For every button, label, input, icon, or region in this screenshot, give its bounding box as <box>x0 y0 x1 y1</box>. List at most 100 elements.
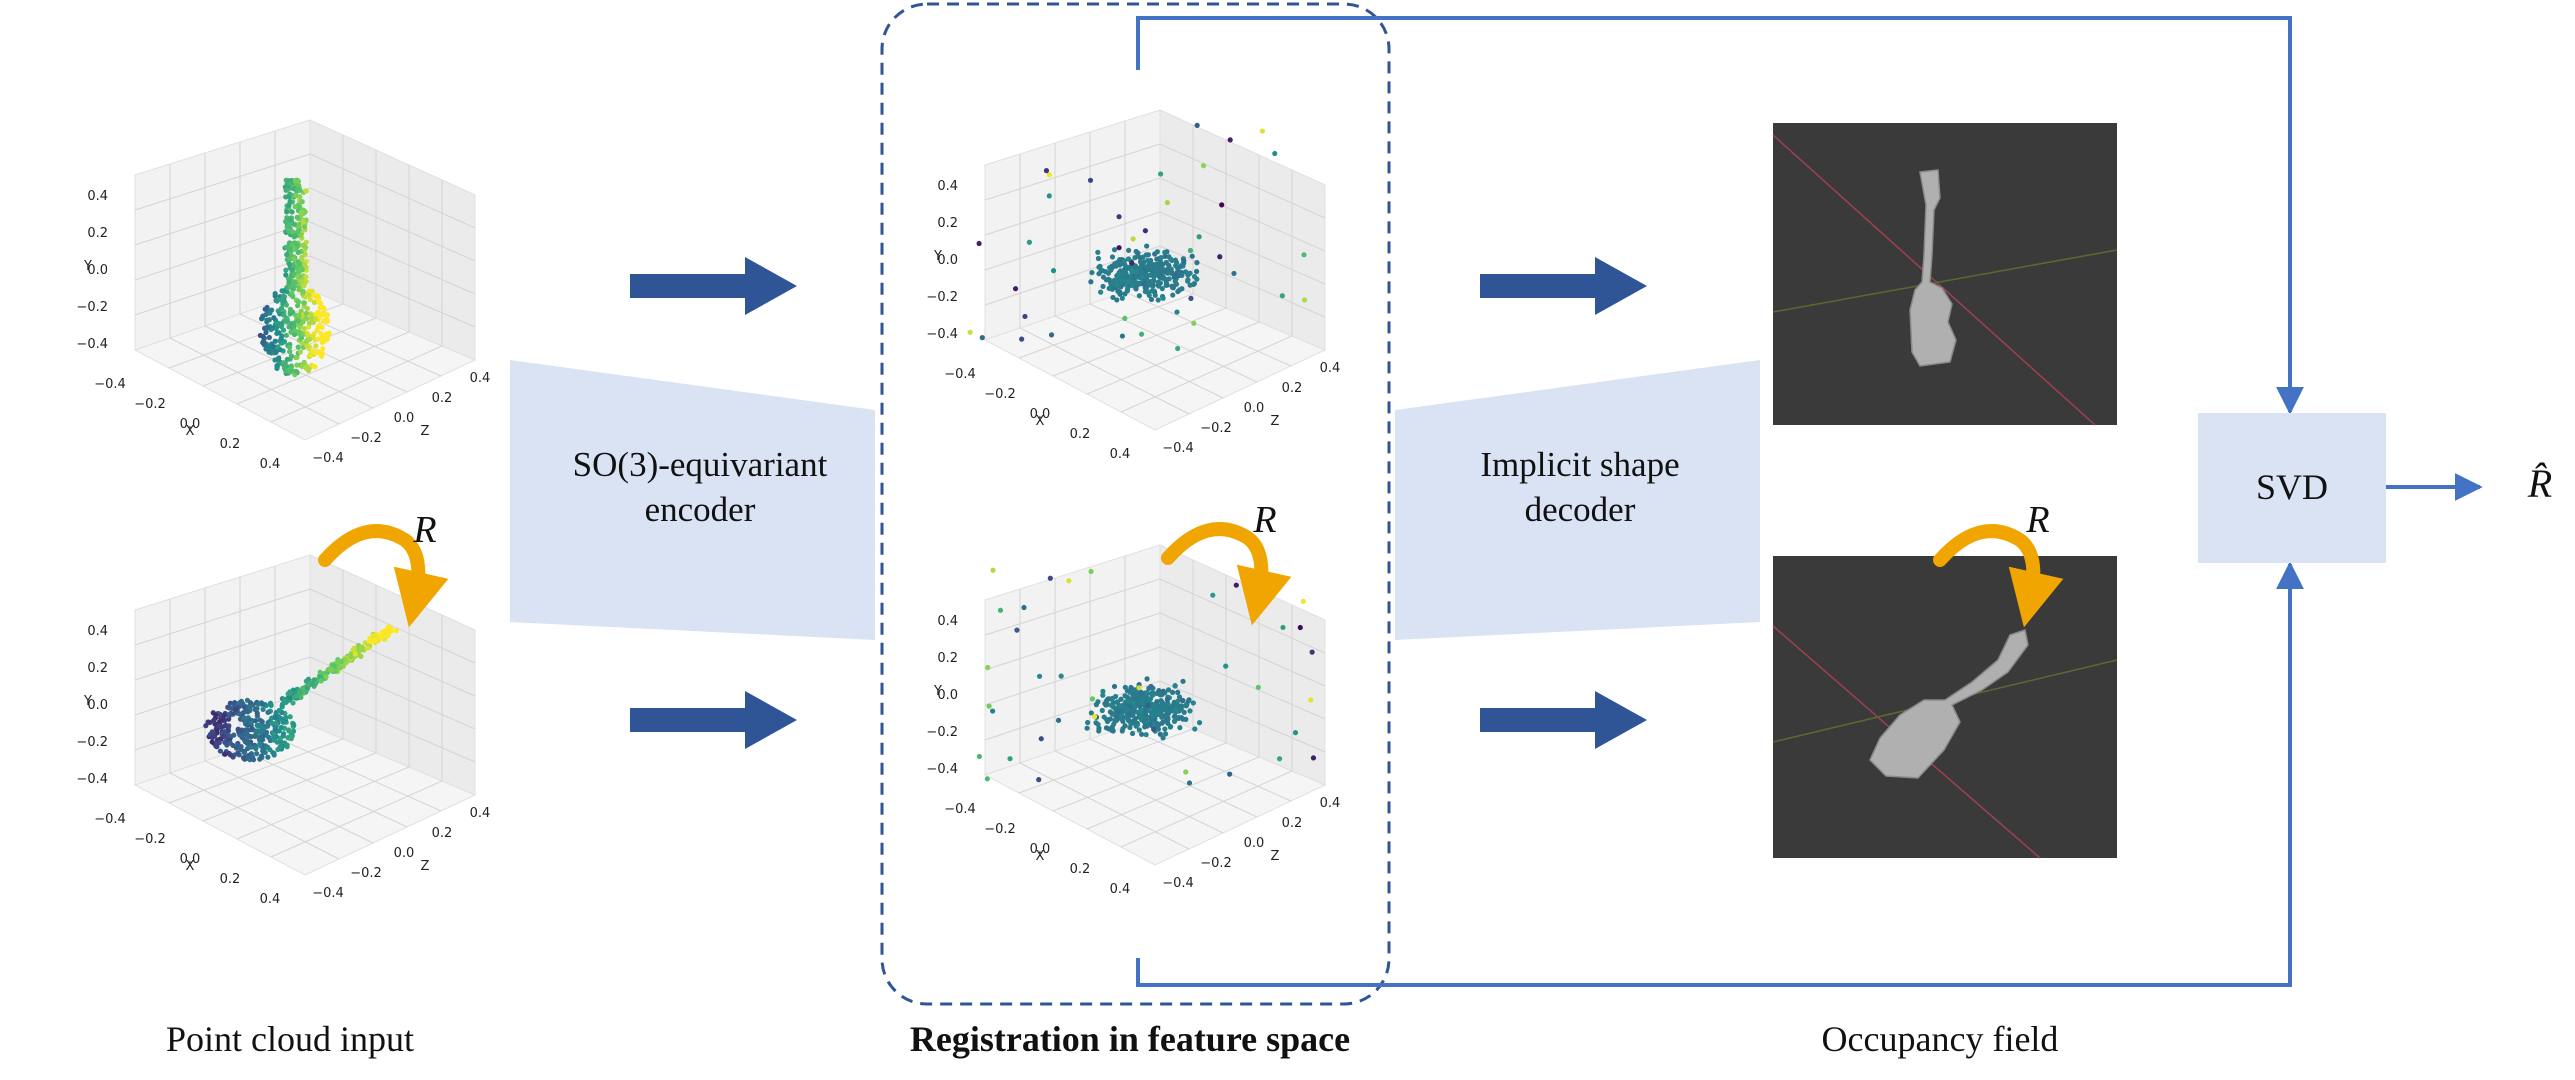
y-tick-label: −0.2 <box>76 735 108 750</box>
z-tick-label: 0.4 <box>1320 796 1341 811</box>
encoder-block <box>510 360 875 640</box>
x-tick-label: 0.0 <box>180 417 201 432</box>
x-axis-label: X <box>1036 849 1045 864</box>
rotation-symbol-input: R <box>413 509 437 551</box>
y-tick-label: −0.2 <box>926 290 958 305</box>
x-tick-label: 0.2 <box>1070 862 1091 877</box>
z-tick-label: −0.4 <box>1162 876 1194 891</box>
z-tick-label: −0.2 <box>350 866 382 881</box>
y-axis-label: Y <box>933 684 942 699</box>
x-tick-label: −0.4 <box>94 377 126 392</box>
scatter-3d-plot-3: 0.40.20.0−0.2−0.4Y−0.4−0.20.00.20.4X0.40… <box>926 109 1341 462</box>
y-tick-label: 0.0 <box>87 698 108 713</box>
feature-space-box <box>880 2 1391 1006</box>
y-tick-label: −0.4 <box>76 772 108 787</box>
scatter-points <box>257 177 332 378</box>
stage-label-input: Point cloud input <box>165 1019 414 1059</box>
output-rotation-symbol: R̂ <box>2527 461 2553 506</box>
x-tick-label: −0.2 <box>134 397 166 412</box>
x-tick-label: 0.0 <box>1030 407 1051 422</box>
y-tick-label: 0.4 <box>87 624 108 639</box>
rotation-arrow <box>1161 522 1292 626</box>
z-tick-label: 0.4 <box>470 806 491 821</box>
z-tick-label: 0.0 <box>1244 836 1265 851</box>
rotation-arrow <box>318 524 449 628</box>
y-axis-label: Y <box>83 259 92 274</box>
decoder-block <box>1395 360 1760 640</box>
x-axis-label: X <box>1036 414 1045 429</box>
z-tick-label: 0.2 <box>432 826 453 841</box>
z-tick-label: 0.0 <box>394 846 415 861</box>
x-tick-label: −0.2 <box>984 822 1016 837</box>
x-tick-label: 0.4 <box>1110 447 1131 462</box>
y-tick-label: −0.4 <box>76 337 108 352</box>
stage-label-feature: Registration in feature space <box>909 1019 1351 1059</box>
x-tick-label: 0.2 <box>220 437 241 452</box>
rotation-arrow <box>1933 524 2064 628</box>
y-tick-label: 0.2 <box>937 651 958 666</box>
x-tick-label: −0.2 <box>984 387 1016 402</box>
decoder-label-line2: decoder <box>1524 490 1636 529</box>
scatter-3d-plot-1: 0.40.20.0−0.2−0.4Y−0.4−0.20.00.20.4X0.40… <box>76 119 491 472</box>
scatter-3d-plot-4: 0.40.20.0−0.2−0.4Y−0.4−0.20.00.20.4X0.40… <box>926 544 1341 897</box>
y-tick-label: 0.2 <box>937 216 958 231</box>
z-tick-label: 0.4 <box>1320 361 1341 376</box>
z-tick-label: 0.4 <box>470 371 491 386</box>
x-tick-label: −0.4 <box>944 802 976 817</box>
z-tick-label: −0.4 <box>312 886 344 901</box>
scatter-points <box>976 567 1317 786</box>
render-panel-top <box>1773 123 2117 425</box>
z-axis-label: Z <box>1271 849 1280 864</box>
scatter-points <box>203 624 400 763</box>
y-tick-label: −0.4 <box>926 327 958 342</box>
x-tick-label: 0.0 <box>1030 842 1051 857</box>
y-tick-label: 0.2 <box>87 661 108 676</box>
y-tick-label: −0.2 <box>76 300 108 315</box>
x-axis-label: X <box>186 859 195 874</box>
rotation-arrows <box>318 522 2064 628</box>
rotation-symbol-feature: R <box>1253 499 1277 541</box>
y-tick-label: −0.4 <box>926 762 958 777</box>
z-tick-label: −0.2 <box>1200 856 1232 871</box>
decoder-label-line1: Implicit shape <box>1480 445 1680 484</box>
x-axis-label: X <box>186 424 195 439</box>
stage-label-occupancy: Occupancy field <box>1821 1019 2059 1059</box>
y-axis-label: Y <box>933 249 942 264</box>
y-tick-label: 0.4 <box>937 179 958 194</box>
z-tick-label: 0.0 <box>1244 401 1265 416</box>
z-tick-label: −0.2 <box>350 431 382 446</box>
z-tick-label: −0.2 <box>1200 421 1232 436</box>
y-tick-label: 0.0 <box>87 263 108 278</box>
encoder-label-line2: encoder <box>644 490 756 529</box>
x-tick-label: 0.2 <box>1070 427 1091 442</box>
scatter-points <box>967 122 1308 352</box>
guitar-shape-rotated <box>1869 629 2029 779</box>
y-tick-label: 0.2 <box>87 226 108 241</box>
x-tick-label: −0.4 <box>944 367 976 382</box>
x-tick-label: 0.4 <box>260 457 281 472</box>
guitar-shape-upright <box>1909 169 1957 367</box>
encoder-label-line1: SO(3)-equivariant <box>572 445 828 484</box>
y-tick-label: 0.0 <box>937 688 958 703</box>
svd-label: SVD <box>2255 467 2329 507</box>
z-tick-label: 0.2 <box>432 391 453 406</box>
rotation-symbol-occupancy: R <box>2026 499 2050 541</box>
connector-bottom <box>1136 561 2304 987</box>
z-axis-label: Z <box>421 424 430 439</box>
y-tick-label: 0.4 <box>937 614 958 629</box>
z-tick-label: −0.4 <box>1162 441 1194 456</box>
x-tick-label: 0.4 <box>260 892 281 907</box>
z-tick-label: 0.0 <box>394 411 415 426</box>
scatter-3d-plot-2: 0.40.20.0−0.2−0.4Y−0.4−0.20.00.20.4X0.40… <box>76 554 491 907</box>
z-tick-label: −0.4 <box>312 451 344 466</box>
connector-top <box>1136 16 2304 415</box>
y-tick-label: 0.0 <box>937 253 958 268</box>
x-tick-label: 0.4 <box>1110 882 1131 897</box>
x-tick-label: −0.4 <box>94 812 126 827</box>
z-tick-label: 0.2 <box>1282 381 1303 396</box>
z-axis-label: Z <box>421 859 430 874</box>
y-axis-label: Y <box>83 694 92 709</box>
z-axis-label: Z <box>1271 414 1280 429</box>
y-tick-label: 0.4 <box>87 189 108 204</box>
